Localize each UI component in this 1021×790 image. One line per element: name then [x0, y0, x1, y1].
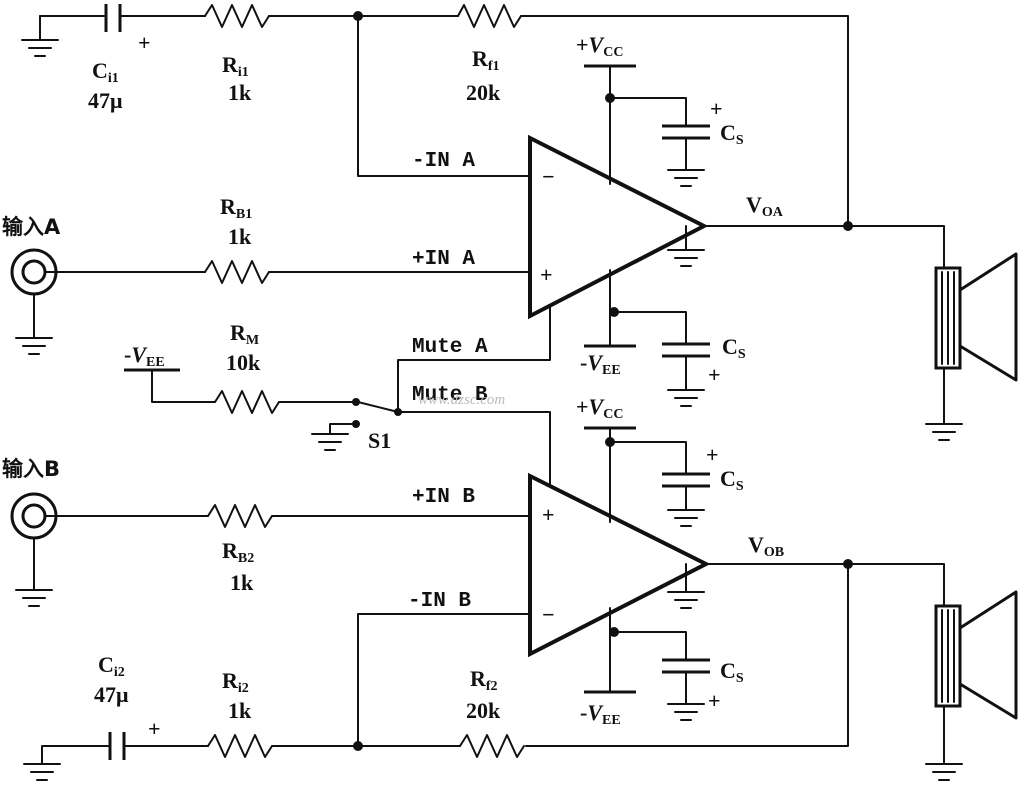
label-rb2: RB2 — [222, 538, 254, 566]
output-label-vob: VOB — [748, 532, 784, 560]
pin-label-in-a-minus: -IN A — [412, 150, 475, 173]
pin-label-mute-a: Mute A — [412, 336, 488, 359]
value-ri2: 1k — [228, 698, 252, 723]
label-rf2: Rf2 — [470, 666, 498, 694]
label-rb1: RB1 — [220, 194, 252, 222]
polarity-mark-ci2: + — [148, 716, 161, 741]
label-cs-b-top: CS — [720, 466, 744, 494]
op-amp-a-supply — [584, 64, 710, 407]
supply-label-vcc-b: +VCC — [576, 394, 623, 422]
supply-label-vee-b: -VEE — [580, 700, 621, 728]
value-rf1: 20k — [466, 80, 501, 105]
junction-node — [843, 221, 853, 231]
capacitor-ci1 — [104, 4, 122, 32]
resistor-rb1 — [204, 260, 270, 284]
label-ci2: Ci2 — [98, 652, 125, 680]
output-label-voa: VOA — [746, 192, 784, 220]
resistor-rf2 — [459, 734, 525, 758]
value-ri1: 1k — [228, 80, 252, 105]
value-rb1: 1k — [228, 224, 252, 249]
watermark: www.dzsc.com — [418, 392, 505, 408]
label-ri1: Ri1 — [222, 52, 249, 80]
op-amp-a-minus-sign: − — [542, 164, 555, 189]
polarity-mark-cs-b-bottom: + — [708, 688, 721, 713]
resistor-ri1 — [204, 4, 270, 28]
op-amp-b-minus-sign: − — [542, 602, 555, 627]
value-rb2: 1k — [230, 570, 254, 595]
pin-label-mute-b: Mute B — [412, 384, 488, 407]
speaker-b-icon — [925, 590, 1018, 781]
capacitor-ci2 — [108, 732, 126, 760]
amplifier-a-feedback-network: + — [21, 4, 849, 227]
supply-label-vee-a: -VEE — [580, 350, 621, 378]
polarity-mark-cs-a-bottom: + — [708, 362, 721, 387]
resistor-ri2 — [207, 734, 273, 758]
amplifier-b-feedback-network — [23, 732, 525, 781]
label-s1: S1 — [368, 428, 391, 453]
supply-label-vee-mute: -VEE — [124, 342, 165, 370]
input-b-label: 输入B — [2, 457, 60, 481]
resistor-rm — [214, 390, 280, 414]
input-b-jack — [10, 492, 58, 607]
polarity-mark-cs-a-top: + — [710, 96, 723, 121]
input-a-label: 输入A — [2, 215, 61, 239]
speaker-a-icon — [925, 252, 1018, 441]
pin-label-in-a-plus: +IN A — [412, 248, 475, 271]
op-amp-b-plus-sign: + — [542, 502, 555, 527]
value-ci2: 47μ — [94, 682, 129, 707]
op-amp-b — [528, 472, 711, 658]
polarity-mark-ci1: + — [138, 30, 151, 55]
input-a-jack — [10, 248, 58, 355]
pin-label-in-b-plus: +IN B — [412, 486, 475, 509]
supply-label-vcc-a: +VCC — [576, 32, 623, 60]
value-rm: 10k — [226, 350, 261, 375]
label-cs-b-bottom: CS — [720, 658, 744, 686]
label-rm: RM — [230, 320, 259, 348]
value-rf2: 20k — [466, 698, 501, 723]
resistor-rf1 — [457, 4, 522, 28]
op-amp-a — [528, 134, 709, 320]
value-ci1: 47μ — [88, 88, 123, 113]
op-amp-a-plus-sign: + — [540, 262, 553, 287]
op-amp-b-supply — [584, 426, 710, 721]
label-ci1: Ci1 — [92, 58, 119, 86]
label-cs-a-bottom: CS — [722, 334, 746, 362]
resistor-rb2 — [207, 504, 273, 528]
label-rf1: Rf1 — [472, 46, 500, 74]
polarity-mark-cs-b-top: + — [706, 442, 719, 467]
pin-label-in-b-minus: -IN B — [408, 590, 471, 613]
label-cs-a-top: CS — [720, 120, 744, 148]
label-ri2: Ri2 — [222, 668, 249, 696]
